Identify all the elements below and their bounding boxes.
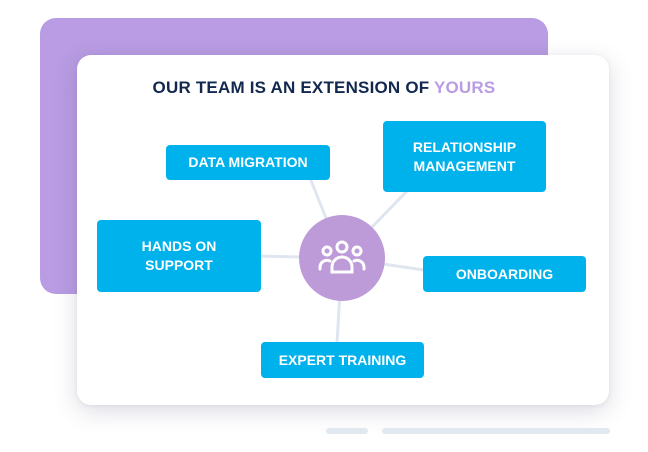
node-data-migration: DATA MIGRATION [166,145,330,180]
node-hands-on-support-line2: SUPPORT [145,257,213,273]
node-onboarding: ONBOARDING [423,256,586,292]
node-relationship-management-line2: MANAGEMENT [413,157,516,174]
team-hub [299,215,385,301]
decor-pill-long [382,428,610,434]
node-hands-on-support-line1: HANDS ON [141,238,217,254]
node-expert-training-label: EXPERT TRAINING [278,351,407,368]
node-relationship-management-line1: RELATIONSHIP [412,138,517,155]
node-expert-training: EXPERT TRAINING [261,342,424,378]
diagram-title: OUR TEAM IS AN EXTENSION OF YOURS [0,78,648,98]
title-main: OUR TEAM IS AN EXTENSION OF [152,78,430,97]
node-hands-on-support: HANDS ON SUPPORT [97,220,261,292]
team-icon [318,240,366,274]
title-accent: YOURS [433,78,496,97]
decor-pill-short [326,428,368,434]
node-relationship-management: RELATIONSHIP MANAGEMENT [383,121,546,192]
node-data-migration-label: DATA MIGRATION [188,154,308,170]
node-onboarding-label: ONBOARDING [455,265,554,282]
